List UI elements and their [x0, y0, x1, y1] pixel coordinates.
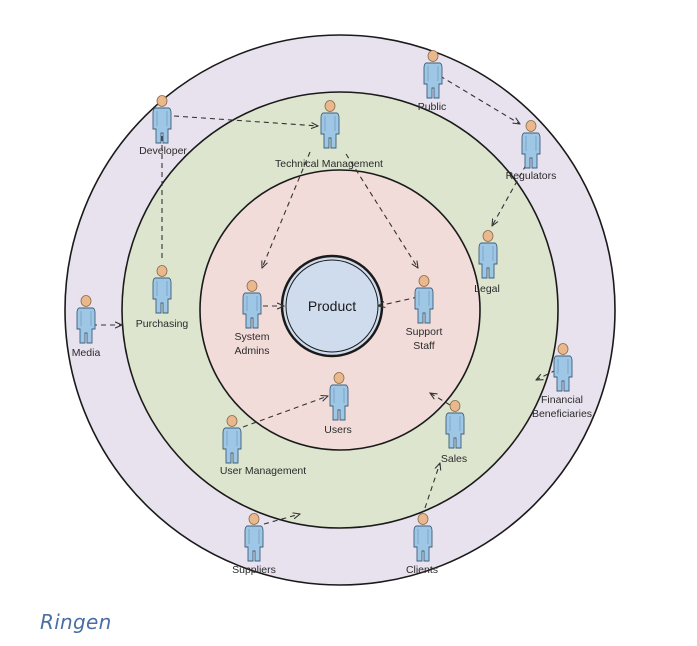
- relationship-arrows: [92, 75, 557, 525]
- label-system-admins-line2: Admins: [234, 345, 269, 357]
- label-regulators: Regulators: [506, 170, 557, 182]
- label-public: Public: [418, 101, 447, 113]
- figure-caption: Ringen: [40, 610, 112, 634]
- label-user-management: User Management: [220, 465, 306, 477]
- label-system-admins-line1: System: [234, 331, 269, 343]
- label-technical-management: Technical Management: [275, 158, 383, 170]
- label-media: Media: [72, 347, 101, 359]
- label-support-staff-line1: Support: [406, 326, 443, 338]
- label-support-staff-line2: Staff: [413, 340, 434, 352]
- label-financial-beneficiaries-line1: Financial: [541, 394, 583, 406]
- label-suppliers: Suppliers: [232, 564, 276, 576]
- label-financial-beneficiaries-line2: Beneficiaries: [532, 408, 592, 420]
- label-users: Users: [324, 424, 351, 436]
- product-label: Product: [308, 298, 356, 314]
- label-developer: Developer: [139, 145, 187, 157]
- label-clients: Clients: [406, 564, 438, 576]
- label-purchasing: Purchasing: [136, 318, 189, 330]
- label-legal: Legal: [474, 283, 500, 295]
- label-sales: Sales: [441, 453, 467, 465]
